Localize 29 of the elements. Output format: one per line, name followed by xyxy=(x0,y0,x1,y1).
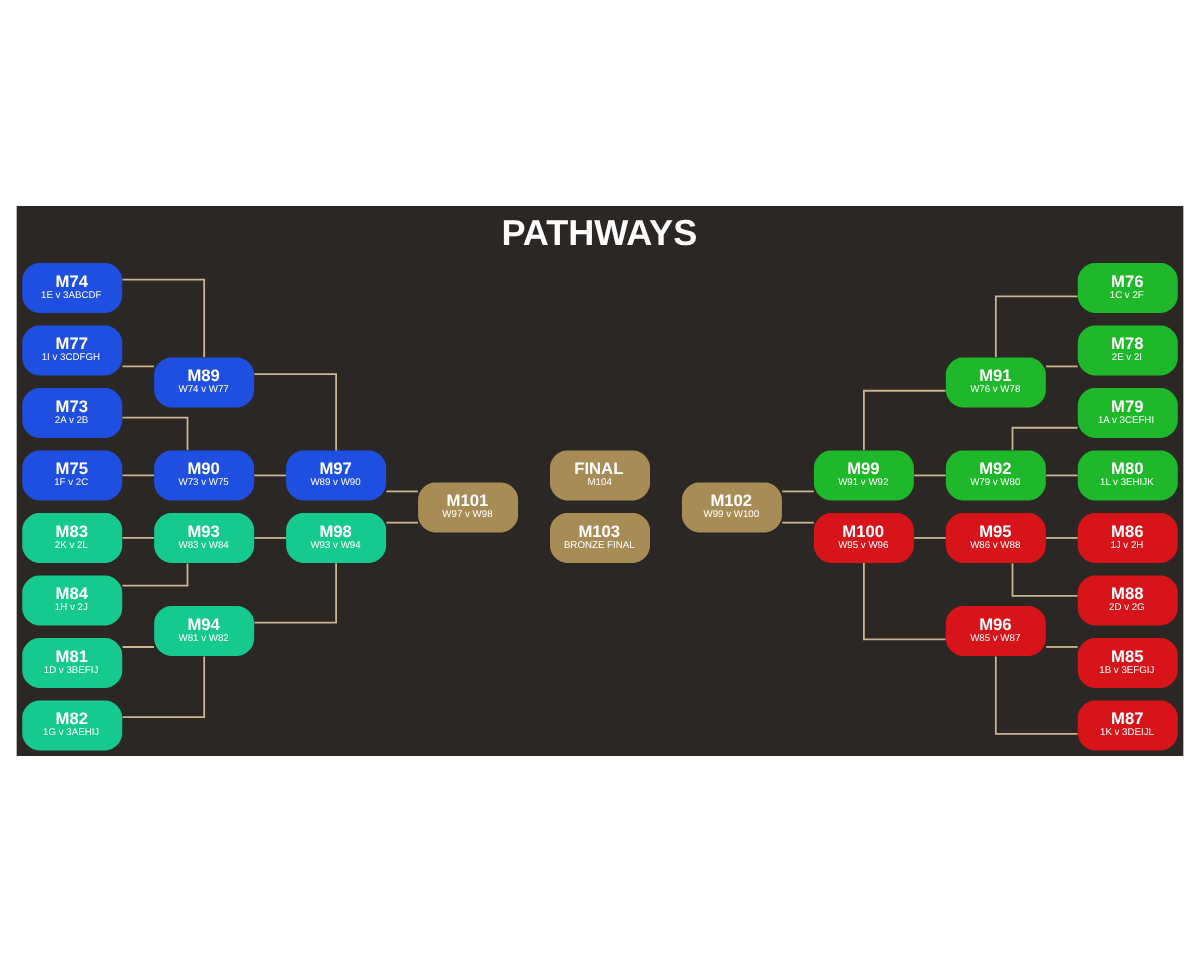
connector xyxy=(863,561,947,640)
connector xyxy=(913,473,947,476)
connector xyxy=(1045,536,1079,538)
connector xyxy=(121,415,189,450)
connector xyxy=(385,489,419,492)
connector xyxy=(1045,364,1079,367)
connector xyxy=(913,536,947,538)
connector xyxy=(781,520,815,523)
connector xyxy=(1011,425,1079,450)
connector xyxy=(994,294,1079,357)
connector xyxy=(121,654,206,717)
connector xyxy=(863,388,947,450)
connector xyxy=(121,473,155,476)
connector xyxy=(253,536,287,538)
connector xyxy=(1011,561,1079,596)
connector xyxy=(1045,645,1079,647)
connector xyxy=(121,561,189,586)
connector xyxy=(994,654,1079,734)
diagram-title: PATHWAYS xyxy=(501,211,698,252)
connector xyxy=(253,473,287,476)
connector xyxy=(121,536,155,538)
connector xyxy=(121,645,155,647)
connector xyxy=(253,561,337,623)
connector xyxy=(1045,473,1079,476)
connector xyxy=(781,489,815,492)
connector xyxy=(385,520,419,523)
connector xyxy=(121,364,155,367)
connector xyxy=(253,372,337,451)
connector xyxy=(121,277,206,357)
